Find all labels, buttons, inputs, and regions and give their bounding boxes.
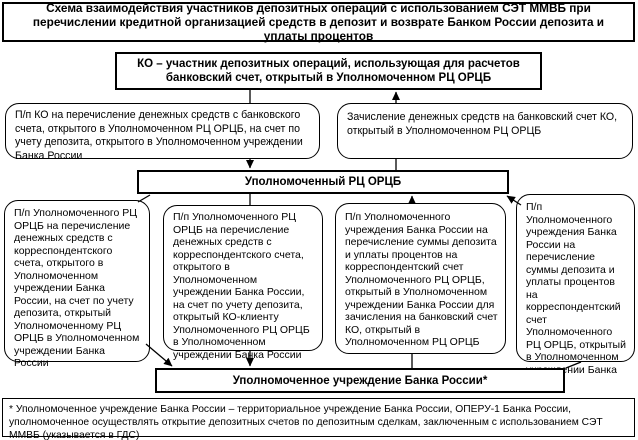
scheme-title-text: Схема взаимодействия участников депозитн… bbox=[32, 1, 605, 43]
node-rc-orcb: Уполномоченный РЦ ОРЦБ bbox=[137, 170, 509, 194]
node-ko-label: КО – участник депозитных операций, испол… bbox=[137, 58, 520, 84]
node-ko: КО – участник депозитных операций, испол… bbox=[115, 52, 542, 90]
node-bank-payment-to-rc: П/п Уполномоченного учреждения Банка Рос… bbox=[516, 194, 635, 388]
node-rc-payment-own-deposit: П/п Уполномоченного РЦ ОРЦБ на перечисле… bbox=[4, 200, 150, 369]
node-bank-payment-to-rc-label: П/п Уполномоченного учреждения Банка Рос… bbox=[526, 201, 626, 388]
node-rc-payment-own-deposit-label: П/п Уполномоченного РЦ ОРЦБ на перечисле… bbox=[14, 207, 140, 369]
node-credit-to-ko-account-label: Зачисление денежных средств на банковски… bbox=[347, 111, 618, 137]
node-bank-institution-label: Уполномоченное учреждение Банка России* bbox=[232, 374, 488, 387]
node-payment-ko-to-deposit: П/п КО на перечисление денежных средств … bbox=[5, 103, 320, 162]
node-credit-to-ko-account: Зачисление денежных средств на банковски… bbox=[337, 103, 633, 159]
node-bank-institution: Уполномоченное учреждение Банка России* bbox=[155, 368, 565, 393]
scheme-title: Схема взаимодействия участников депозитн… bbox=[2, 1, 635, 43]
node-rc-orcb-label: Уполномоченный РЦ ОРЦБ bbox=[244, 176, 402, 188]
node-rc-payment-client-deposit: П/п Уполномоченного РЦ ОРЦБ на перечисле… bbox=[163, 205, 323, 361]
node-bank-payment-to-ko-label: П/п Уполномоченного учреждения Банка Рос… bbox=[345, 211, 498, 348]
node-bank-payment-to-ko: П/п Уполномоченного учреждения Банка Рос… bbox=[335, 203, 506, 354]
node-payment-ko-to-deposit-label: П/п КО на перечисление денежных средств … bbox=[15, 109, 303, 162]
scheme-footnote: * Уполномоченное учреждение Банка России… bbox=[2, 398, 635, 440]
node-rc-payment-client-deposit-label: П/п Уполномоченного РЦ ОРЦБ на перечисле… bbox=[173, 211, 310, 361]
scheme-footnote-text: * Уполномоченное учреждение Банка России… bbox=[9, 404, 603, 440]
